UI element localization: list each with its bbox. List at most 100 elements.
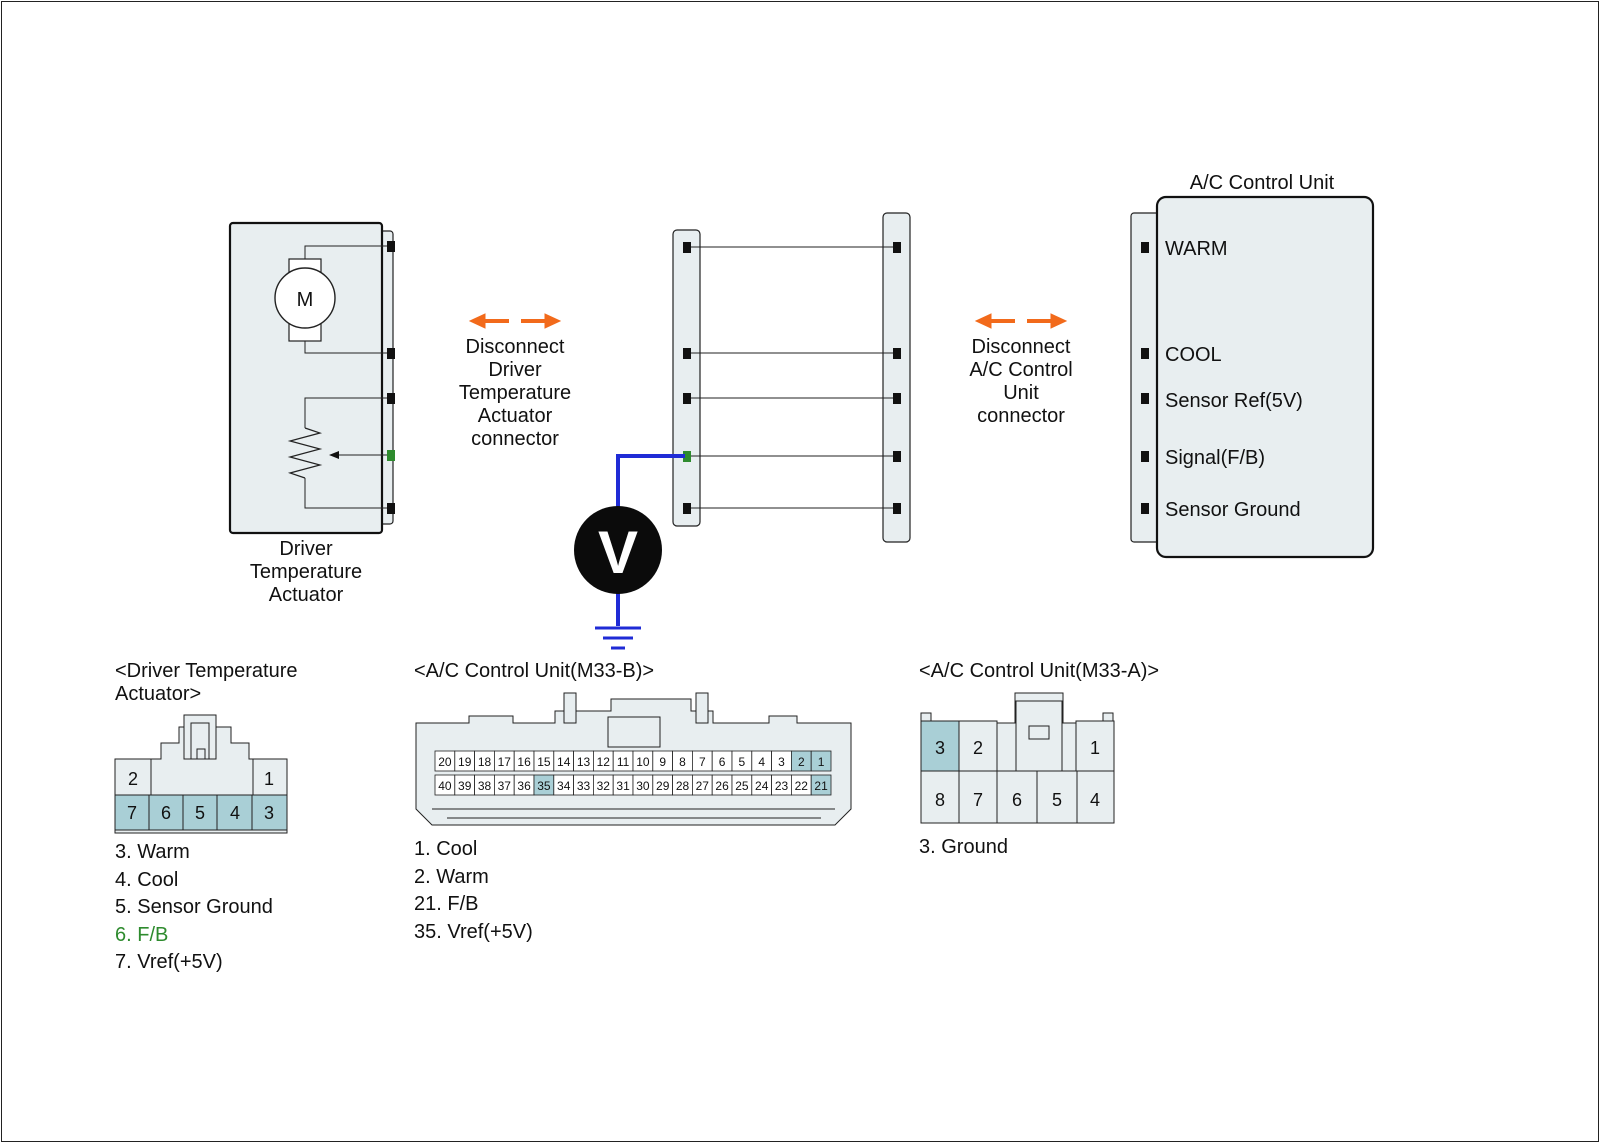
disconnect-left-line: Temperature bbox=[458, 382, 572, 404]
m33a-cavity: 7 bbox=[973, 790, 983, 810]
actuator-caption: Driver Temperature Actuator bbox=[221, 538, 391, 607]
actuator-cavity: 5 bbox=[195, 803, 205, 823]
actuator-caption-line: Driver bbox=[279, 538, 333, 560]
m33b-cavity-label: 24 bbox=[755, 779, 769, 793]
m33b-cavity-label: 39 bbox=[458, 779, 472, 793]
m33a-cavity: 3 bbox=[935, 738, 945, 758]
m33b-cavity-label: 32 bbox=[597, 779, 611, 793]
m33b-cavity-label: 26 bbox=[715, 779, 729, 793]
disconnect-left-line: Driver bbox=[488, 359, 542, 381]
m33a-cavity: 4 bbox=[1090, 790, 1100, 810]
m33b-cavity bbox=[810, 750, 832, 772]
m33a-pin-list: 3. Ground bbox=[919, 834, 1008, 862]
m33b-cavity-label: 27 bbox=[696, 779, 710, 793]
m33b-pin-item: 21. F/B bbox=[414, 893, 479, 915]
m33b-cavity-label: 1 bbox=[818, 755, 825, 769]
m33a-cavity: 8 bbox=[935, 790, 945, 810]
m33b-cavity-label: 38 bbox=[478, 779, 492, 793]
m33b-pin-list: 1. Cool 2. Warm 21. F/B 35. Vref(+5V) bbox=[414, 836, 533, 946]
m33b-cavity-label: 13 bbox=[577, 755, 591, 769]
m33b-cavity-label: 18 bbox=[478, 755, 492, 769]
m33a-cavity: 6 bbox=[1012, 790, 1022, 810]
disconnect-right-label: Disconnect A/C Control Unit connector bbox=[951, 336, 1091, 428]
m33b-cavity-label: 15 bbox=[537, 755, 551, 769]
motor-wire-bottom bbox=[304, 341, 391, 354]
m33a-cavity: 1 bbox=[1090, 738, 1100, 758]
actuator-connector-title-line: <Driver Temperature bbox=[115, 660, 298, 682]
disconnect-right-line: Disconnect bbox=[971, 336, 1071, 358]
control-unit-pin-signal: Signal(F/B) bbox=[1165, 447, 1265, 469]
actuator-cavity: 2 bbox=[128, 769, 138, 789]
actuator-cavity: 6 bbox=[161, 803, 171, 823]
actuator-cavity: 4 bbox=[230, 803, 240, 823]
m33b-pin-item: 1. Cool bbox=[414, 838, 478, 860]
actuator-cavity: 7 bbox=[127, 803, 137, 823]
motor-label: M bbox=[297, 289, 314, 311]
m33b-cavity-label: 5 bbox=[739, 755, 746, 769]
m33a-pin-item: 3. Ground bbox=[919, 836, 1008, 858]
disconnect-left-label: Disconnect Driver Temperature Actuator c… bbox=[445, 336, 585, 451]
m33b-cavity-label: 8 bbox=[679, 755, 686, 769]
m33b-cavity-label: 17 bbox=[498, 755, 512, 769]
m33b-connector-title: <A/C Control Unit(M33-B)> bbox=[414, 660, 655, 682]
disconnect-arrows-left bbox=[468, 313, 562, 329]
m33b-cavity-label: 21 bbox=[814, 779, 828, 793]
m33b-cavity bbox=[810, 774, 832, 796]
actuator-caption-line: Temperature bbox=[249, 561, 363, 583]
m33b-cavity-label: 20 bbox=[438, 755, 452, 769]
m33b-cavity-label: 28 bbox=[676, 779, 690, 793]
m33b-cavity-label: 19 bbox=[458, 755, 472, 769]
m33b-cavity-label: 34 bbox=[557, 779, 571, 793]
harness-pins bbox=[683, 242, 901, 514]
m33b-cavity-label: 29 bbox=[656, 779, 670, 793]
actuator-connector-title: <Driver Temperature Actuator> bbox=[115, 660, 355, 706]
m33b-cavity-label: 31 bbox=[616, 779, 630, 793]
disconnect-right-line: Unit bbox=[1003, 382, 1039, 404]
actuator-pin-item: 4. Cool bbox=[115, 868, 179, 891]
m33b-cavity-label: 9 bbox=[659, 755, 666, 769]
disconnect-left-line: Disconnect bbox=[465, 336, 565, 358]
control-unit-pin-warm: WARM bbox=[1165, 238, 1228, 260]
m33b-pin-item: 2. Warm bbox=[414, 865, 489, 888]
actuator-pin-item: 5. Sensor Ground bbox=[115, 896, 273, 918]
m33b-cavity-label: 10 bbox=[636, 755, 650, 769]
disconnect-right-line: connector bbox=[977, 405, 1065, 427]
m33b-cavity-label: 40 bbox=[438, 779, 452, 793]
m33b-cavity-label: 36 bbox=[517, 779, 531, 793]
m33a-cavity: 2 bbox=[973, 738, 983, 758]
potentiometer-icon bbox=[287, 397, 391, 509]
m33b-cavity-label: 30 bbox=[636, 779, 650, 793]
probe-wire bbox=[616, 454, 685, 511]
m33b-cavity-label: 22 bbox=[795, 779, 809, 793]
actuator-connector-face bbox=[114, 714, 288, 834]
actuator-caption-line: Actuator bbox=[268, 584, 344, 606]
m33b-cavity-label: 37 bbox=[498, 779, 512, 793]
motor-wire-top bbox=[304, 245, 391, 259]
actuator-pin-item: 7. Vref(+5V) bbox=[115, 951, 223, 973]
m33b-cavity-label: 33 bbox=[577, 779, 591, 793]
disconnect-left-line: connector bbox=[471, 428, 559, 450]
voltmeter-label: V bbox=[598, 519, 638, 586]
m33b-cavity-label: 35 bbox=[537, 779, 551, 793]
actuator-pin-list: 3. Warm 4. Cool 5. Sensor Ground 6. F/B … bbox=[115, 839, 273, 977]
actuator-cavity: 3 bbox=[264, 803, 274, 823]
m33b-pin-item: 35. Vref(+5V) bbox=[414, 920, 533, 943]
voltmeter-icon bbox=[574, 506, 662, 594]
control-unit-pin-sensor-ref: Sensor Ref(5V) bbox=[1165, 390, 1303, 412]
control-unit-title: A/C Control Unit bbox=[1190, 172, 1335, 194]
m33b-cavity-label: 2 bbox=[798, 755, 805, 769]
m33a-cavity: 5 bbox=[1052, 790, 1062, 810]
m33b-cavity-label: 3 bbox=[778, 755, 785, 769]
ground-icon bbox=[595, 626, 641, 650]
harness-connector-left bbox=[672, 229, 701, 527]
m33b-cavity-label: 6 bbox=[719, 755, 726, 769]
harness-wires bbox=[687, 246, 897, 509]
m33a-connector-face bbox=[920, 692, 1115, 824]
disconnect-right-line: A/C Control bbox=[969, 359, 1073, 381]
m33b-cavity-label: 23 bbox=[775, 779, 789, 793]
control-unit-pin-cool: COOL bbox=[1165, 344, 1222, 366]
m33b-cavity-label: 25 bbox=[735, 779, 749, 793]
